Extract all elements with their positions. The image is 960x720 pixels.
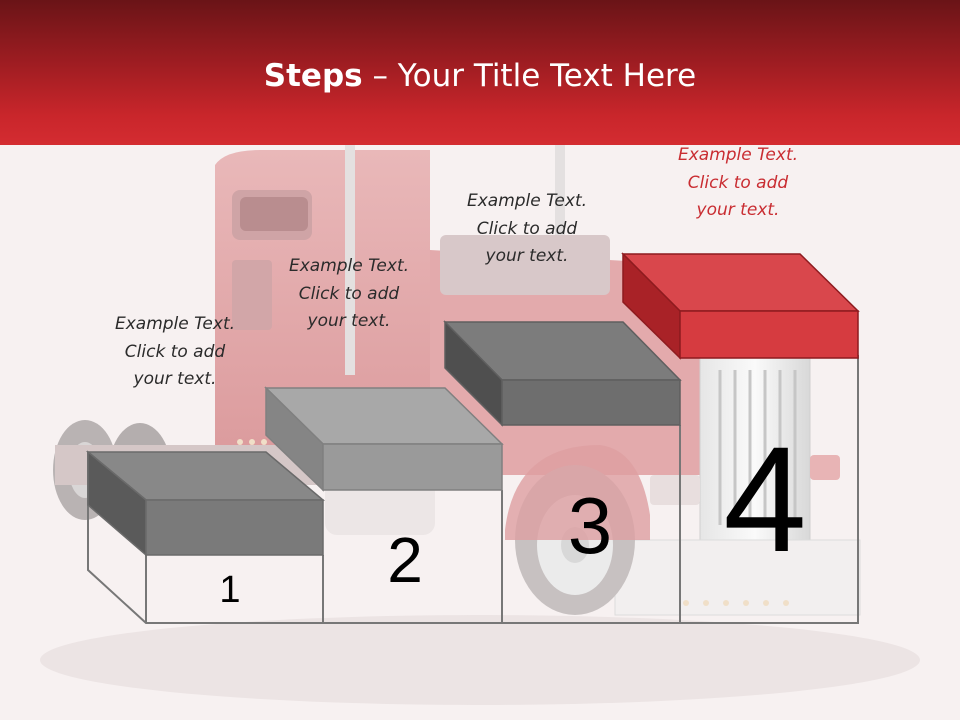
step-2-caption[interactable]: Example Text. Click to add your text. (269, 253, 429, 336)
title-banner (0, 0, 960, 145)
step-4-block[interactable] (621, 252, 860, 360)
staircase-outline (87, 355, 859, 624)
caption-line: Click to add (124, 341, 226, 362)
step-3-block[interactable] (443, 320, 682, 427)
caption-line: Example Text. (677, 145, 799, 165)
caption-line: Click to add (476, 218, 578, 239)
title-rest: – Your Title Text Here (362, 58, 697, 94)
caption-line: your text. (307, 311, 391, 331)
title-bold: Steps (263, 58, 363, 94)
step-2-number: 2 (387, 524, 423, 596)
step-2-block[interactable] (264, 386, 504, 492)
step-3-caption[interactable]: Example Text. Click to add your text. (447, 188, 607, 271)
caption-line: your text. (696, 200, 780, 220)
step-1-number: 1 (219, 569, 241, 611)
slide-title[interactable]: Steps – Your Title Text Here (0, 56, 960, 96)
step-4-number: 4 (723, 415, 807, 583)
caption-line: Example Text. (114, 314, 236, 334)
caption-line: your text. (133, 369, 217, 389)
step-1-block[interactable] (85, 450, 326, 557)
caption-line: Click to add (687, 172, 789, 193)
caption-line: Example Text. (288, 256, 410, 276)
caption-line: Example Text. (466, 191, 588, 211)
step-3-number: 3 (567, 481, 613, 570)
step-4-caption[interactable]: Example Text. Click to add your text. (658, 142, 818, 225)
caption-line: Click to add (298, 283, 400, 304)
caption-line: your text. (485, 246, 569, 266)
step-1-caption[interactable]: Example Text. Click to add your text. (95, 311, 255, 394)
